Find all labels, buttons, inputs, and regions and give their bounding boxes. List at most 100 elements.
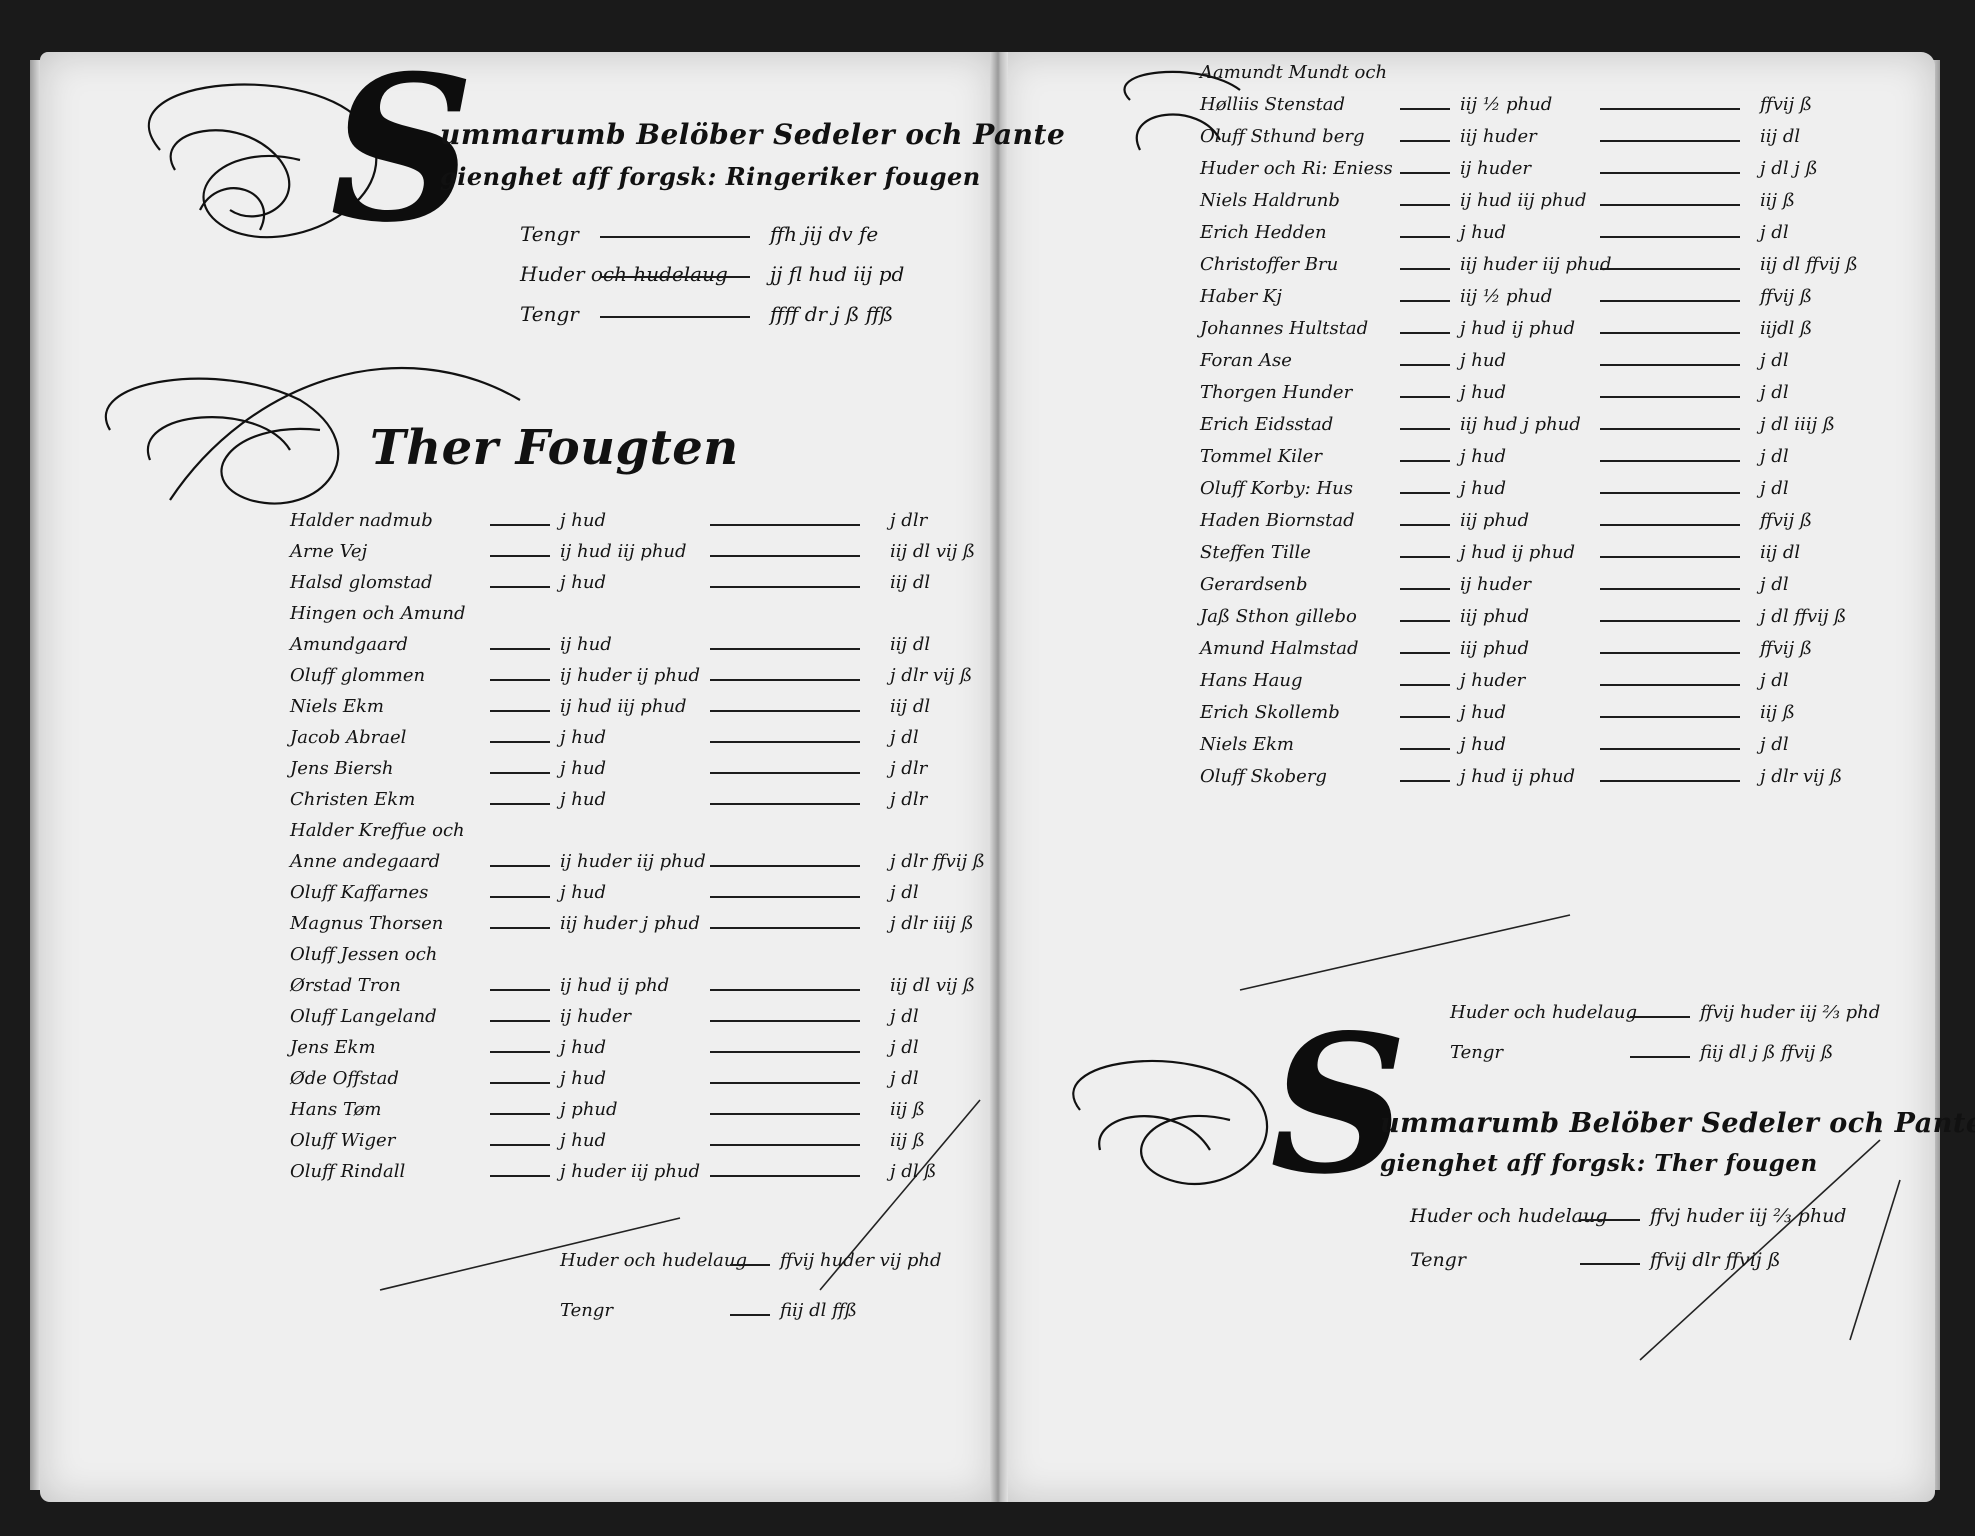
entry-dash xyxy=(710,679,860,681)
entry-fee: iij ß xyxy=(890,1099,925,1120)
entry-dash xyxy=(1400,364,1450,366)
entry-name: Arne Vej xyxy=(290,541,368,562)
entry-fee: iij dl xyxy=(1760,126,1801,147)
summary-value: ffvij dlr ffvij ß xyxy=(1650,1249,1781,1271)
entry-dash xyxy=(1600,556,1740,558)
summary-dash xyxy=(1630,1056,1690,1058)
entry-dash xyxy=(490,1113,550,1115)
entry-share: j hud ij phud xyxy=(1460,766,1576,787)
summary-label: Huder och hudelaug xyxy=(520,262,728,286)
entry-share: ij hud iij phud xyxy=(1460,190,1587,211)
summary-dash xyxy=(600,276,750,278)
entry-fee: j dl xyxy=(890,727,919,748)
left-summary-line1: ummarumb Belöber Sedeler och Pante xyxy=(440,118,1066,151)
entry-dash xyxy=(710,772,860,774)
entry-fee: j dlr xyxy=(890,758,928,779)
entry-dash xyxy=(1600,140,1740,142)
entry-dash xyxy=(1600,492,1740,494)
entry-fee: iij dl xyxy=(890,572,931,593)
entry-fee: j dl xyxy=(1760,446,1789,467)
entry-share: j hud xyxy=(560,1130,607,1151)
entry-share: j huder xyxy=(1460,670,1526,691)
entry-share: iij ½ phud xyxy=(1460,286,1553,307)
summary-value: fiij dl j ß ffvij ß xyxy=(1700,1042,1834,1063)
entry-name: Hølliis Stenstad xyxy=(1200,94,1346,115)
summary-label: Huder och hudelaug xyxy=(560,1250,747,1271)
entry-dash xyxy=(710,927,860,929)
entry-dash xyxy=(1400,172,1450,174)
entry-dash xyxy=(710,1113,860,1115)
entry-dash xyxy=(710,648,860,650)
entry-fee: j dl iiij ß xyxy=(1760,414,1835,435)
entry-name: Øde Offstad xyxy=(290,1068,399,1089)
entry-name: Jacob Abrael xyxy=(290,727,407,748)
entry-name: Amund Halmstad xyxy=(1200,638,1359,659)
entry-dash xyxy=(1600,204,1740,206)
ledger-row: Oluff Skoberg j hud ij phud j dlr vij ß xyxy=(1200,766,1920,796)
entry-share: iij phud xyxy=(1460,510,1530,531)
entry-dash xyxy=(1600,428,1740,430)
entry-dash xyxy=(710,741,860,743)
entry-dash xyxy=(490,741,550,743)
entry-dash xyxy=(1600,332,1740,334)
entry-dash xyxy=(1600,172,1740,174)
entry-share: j hud xyxy=(1460,350,1507,371)
entry-share: iij ½ phud xyxy=(1460,94,1553,115)
entry-fee: ffvij ß xyxy=(1760,94,1813,115)
entry-dash xyxy=(1400,588,1450,590)
entry-name: Huder och Ri: Eniess xyxy=(1200,158,1393,179)
ledger-row: Hølliis Stenstad iij ½ phud ffvij ß xyxy=(1200,94,1920,124)
entry-share: ij hud iij phud xyxy=(560,541,687,562)
entry-dash xyxy=(490,989,550,991)
entry-name: Hans Tøm xyxy=(290,1099,382,1120)
entry-fee: j dl xyxy=(1760,478,1789,499)
entry-share: ij hud xyxy=(560,634,612,655)
entry-name: Jens Ekm xyxy=(290,1037,376,1058)
entry-name: Jaß Sthon gillebo xyxy=(1200,606,1357,627)
entry-share: iij huder xyxy=(1460,126,1537,147)
entry-dash xyxy=(1400,396,1450,398)
entry-name: Oluff glommen xyxy=(290,665,426,686)
entry-fee: j dl xyxy=(1760,382,1789,403)
entry-fee: j dlr vij ß xyxy=(1760,766,1843,787)
entry-dash xyxy=(710,896,860,898)
summary-dash xyxy=(1630,1016,1690,1018)
entry-dash xyxy=(490,1175,550,1177)
entry-share: iij huder iij phud xyxy=(1460,254,1612,275)
entry-dash xyxy=(710,586,860,588)
entry-dash xyxy=(1400,492,1450,494)
entry-share: j hud xyxy=(560,882,607,903)
entry-fee: j dl j ß xyxy=(1760,158,1818,179)
ledger-row: Hans Tøm j phud iij ß xyxy=(290,1099,990,1129)
entry-share: iij phud xyxy=(1460,638,1530,659)
summary-dash xyxy=(600,236,750,238)
ledger-row: Halder Kreffue och xyxy=(290,820,990,850)
entry-dash xyxy=(490,1082,550,1084)
entry-dash xyxy=(490,1020,550,1022)
entry-dash xyxy=(1600,716,1740,718)
entry-name: Oluff Skoberg xyxy=(1200,766,1327,787)
entry-share: j phud xyxy=(560,1099,618,1120)
entry-dash xyxy=(1600,108,1740,110)
entry-name: Halder Kreffue och xyxy=(290,820,465,841)
entry-fee: iij ß xyxy=(1760,702,1795,723)
entry-fee: j dlr xyxy=(890,510,928,531)
entry-name: Hans Haug xyxy=(1200,670,1303,691)
summary-value: fiij dl ffß xyxy=(780,1300,857,1321)
summary-dash xyxy=(730,1314,770,1316)
entry-dash xyxy=(1400,332,1450,334)
entry-share: j hud xyxy=(560,789,607,810)
entry-share: ij huder ij phud xyxy=(560,665,701,686)
entry-name: Jens Biersh xyxy=(290,758,394,779)
right-summary-line2: gienghet aff forgsk: Ther fougen xyxy=(1380,1150,1818,1177)
entry-fee: j dlr xyxy=(890,789,928,810)
entry-share: j hud xyxy=(1460,478,1507,499)
